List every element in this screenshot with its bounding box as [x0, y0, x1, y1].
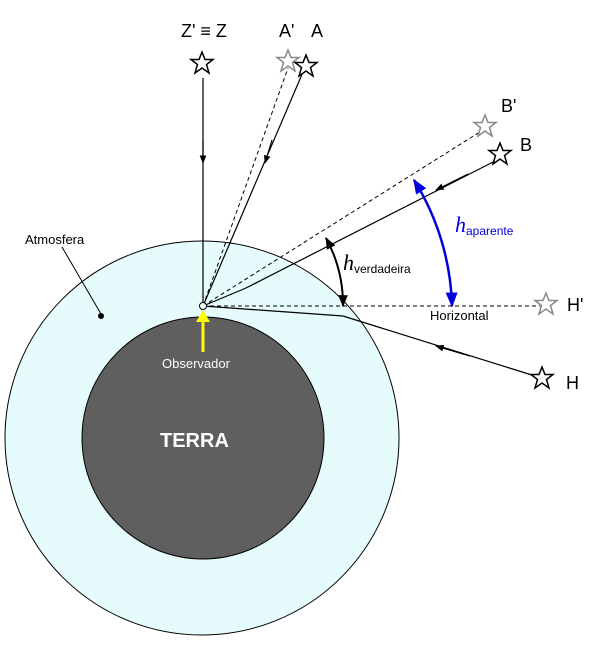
h-aparente-arc — [412, 178, 458, 308]
label-h-verdadeira: hverdadeira — [343, 250, 411, 276]
b-apparent-ray — [202, 129, 484, 307]
label-terra: TERRA — [160, 430, 229, 452]
a-ray-arrow — [263, 139, 273, 164]
star-outline-icon — [188, 49, 216, 75]
star-outline-gray-icon — [532, 290, 560, 316]
star-outline-icon — [528, 364, 556, 390]
b-ray-arrow — [435, 173, 469, 191]
h-ray-arrow — [435, 344, 471, 357]
star-outline-icon — [292, 52, 320, 78]
a-apparent-ray — [202, 67, 289, 307]
label-zenith: Z' ≡ Z — [181, 21, 227, 41]
h-verdadeira-symbol: h — [343, 250, 354, 275]
observer-point — [199, 302, 207, 310]
label-observador: Observador — [162, 356, 231, 371]
b-true-ray-inner — [202, 287, 247, 307]
h-verdadeira-arc — [325, 236, 348, 308]
label-h-prime: H' — [567, 295, 583, 315]
star-outline-gray-icon — [274, 47, 302, 73]
star-outline-gray-icon — [471, 112, 499, 138]
label-b-prime: B' — [501, 96, 516, 116]
observer-arrow-head — [196, 310, 210, 322]
label-h-aparente: haparente — [455, 212, 514, 238]
star-outline-icon — [486, 140, 514, 166]
h-true-ray-inner — [202, 305, 344, 317]
a-true-ray — [202, 71, 304, 307]
atmosfera-pointer — [61, 246, 102, 315]
label-b: B — [520, 135, 532, 155]
atmosfera-pointer-dot — [98, 313, 104, 319]
label-horizontal: Horizontal — [430, 308, 489, 323]
label-atmosfera: Atmosfera — [25, 232, 85, 247]
h-aparente-symbol: h — [455, 212, 466, 237]
h-aparente-subscript: aparente — [466, 224, 514, 238]
h-verdadeira-subscript: verdadeira — [354, 262, 411, 276]
label-a: A — [311, 21, 323, 41]
label-h: H — [566, 373, 579, 393]
label-a-prime: A' — [279, 21, 294, 41]
